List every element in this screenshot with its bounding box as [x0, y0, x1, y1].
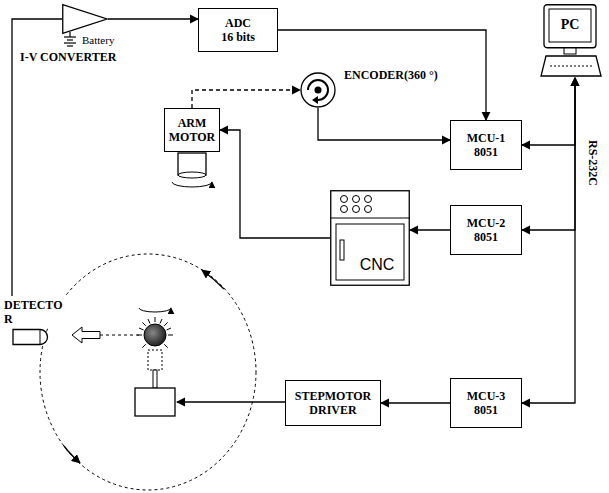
mcu-box: MCU-2 8051	[450, 205, 522, 255]
driver-wire	[177, 401, 285, 402]
signal-wire	[410, 229, 450, 230]
rotation-stage	[135, 388, 175, 416]
signal-wire	[522, 78, 575, 230]
sample-rays	[137, 317, 173, 348]
signal-wire	[381, 402, 450, 403]
signal-wire	[522, 78, 575, 145]
pc-icon: PC	[540, 4, 602, 78]
node-text: CNC	[354, 256, 400, 274]
adc-box: ADC 16 bits	[198, 8, 278, 52]
signal-wire	[278, 30, 486, 120]
rotation-arrow	[139, 308, 171, 312]
node-text: MCU-2 8051	[463, 216, 509, 244]
bus-label: RS-232C	[586, 140, 600, 186]
holder-stem	[153, 370, 157, 388]
node-text: DETECTO R	[4, 296, 66, 326]
node-text: MCU-3 8051	[463, 389, 509, 417]
motor-shaft	[178, 172, 206, 178]
battery-symbol	[64, 32, 76, 46]
encoder-symbol: ENCODER(360 °)	[300, 72, 336, 108]
mcu-box: MCU-3 8051	[450, 378, 522, 428]
arm-orbit	[40, 254, 256, 490]
motor-rotation	[172, 182, 212, 187]
signal-wire	[108, 18, 198, 19]
signal-wire	[220, 130, 330, 238]
orbit-arrow	[64, 446, 80, 463]
detector: DETECTO R	[4, 296, 70, 346]
node-text: STEPMOTOR DRIVER	[292, 389, 374, 417]
node-text: ENCODER(360 °)	[344, 68, 438, 82]
motor-box: ARM MOTOR	[164, 108, 220, 152]
node-text: I-V CONVERTER	[20, 50, 116, 64]
battery-label: Battery	[82, 34, 114, 47]
node-text: PC	[550, 17, 590, 33]
amplifier-symbol: I-V CONVERTER	[62, 4, 108, 34]
driver-box: STEPMOTOR DRIVER	[285, 380, 381, 426]
node-text: ADC 16 bits	[220, 16, 257, 44]
signal-wire	[318, 108, 450, 140]
beam-line	[100, 335, 142, 336]
mcu-box: MCU-1 8051	[450, 120, 522, 170]
light-arrow	[72, 327, 100, 343]
node-text: ARM MOTOR	[167, 116, 217, 144]
node-text: MCU-1 8051	[463, 131, 509, 159]
signal-wire	[522, 78, 575, 403]
dashed-link	[192, 90, 300, 108]
cnc-cabinet: CNC	[330, 190, 410, 286]
orbit-arrow	[202, 270, 224, 289]
sample	[144, 324, 166, 346]
sample-holder	[148, 350, 162, 370]
